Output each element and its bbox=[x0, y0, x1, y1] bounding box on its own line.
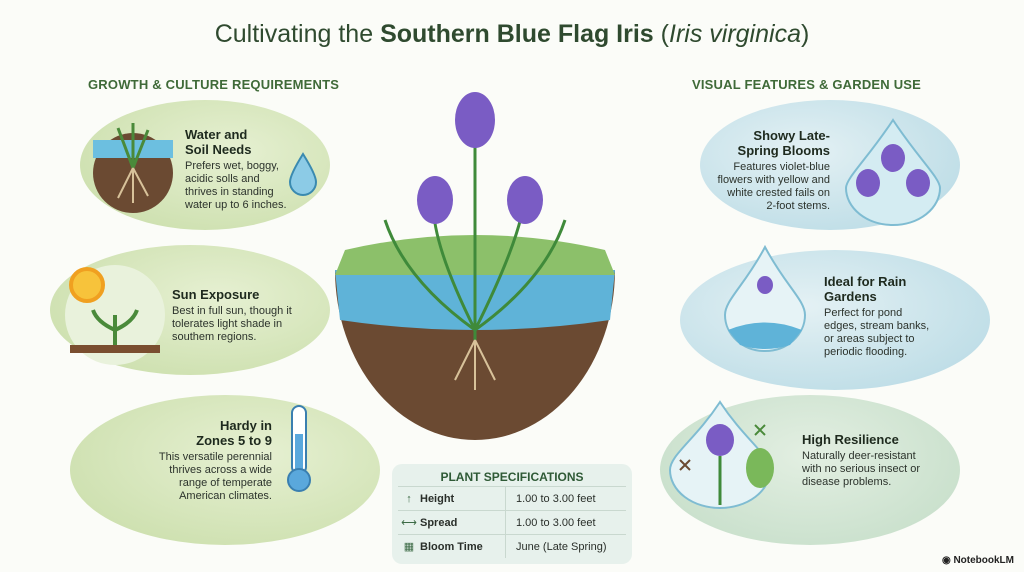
card-body: This versatile perennial thrives across … bbox=[158, 451, 272, 502]
spec-label: Height bbox=[420, 487, 506, 510]
soil-roots-icon bbox=[93, 123, 173, 213]
spec-row-bloom-time: ▦ Bloom Time June (Late Spring) bbox=[398, 534, 626, 558]
card-heading: Ideal for Rain Gardens bbox=[824, 274, 907, 304]
card-heading: Water and Soil Needs bbox=[185, 127, 252, 157]
iris-pond-illustration bbox=[335, 92, 615, 440]
sun-plant-icon bbox=[65, 265, 165, 365]
title-bold: Southern Blue Flag Iris bbox=[380, 20, 654, 48]
iris-blooms-drop-icon bbox=[844, 118, 942, 226]
card-body: Naturally deer-resistant with no serious… bbox=[802, 450, 920, 488]
brand-label: NotebookLM bbox=[953, 555, 1014, 566]
card-body: Perfect for pond edges, stream banks, or… bbox=[824, 307, 930, 358]
spec-value: June (Late Spring) bbox=[516, 540, 607, 553]
card-body: Best in full sun, though it tolerates li… bbox=[172, 305, 292, 343]
water-drop-icon bbox=[288, 152, 318, 196]
card-body: Features violet-blue flowers with yellow… bbox=[717, 161, 831, 212]
arrow-up-icon: ↑ bbox=[406, 492, 412, 505]
spec-row-height: ↑ Height 1.00 to 3.00 feet bbox=[398, 486, 626, 510]
title-paren: ( bbox=[653, 20, 669, 48]
spec-label: Bloom Time bbox=[420, 535, 506, 558]
card-heading: Showy Late-Spring Blooms bbox=[737, 128, 830, 158]
card-body: Prefers wet, boggy, acidic solls and thr… bbox=[185, 160, 287, 211]
page-title: Cultivating the Southern Blue Flag Iris … bbox=[0, 20, 1024, 49]
specs-title: PLANT SPECIFICATIONS bbox=[440, 470, 584, 484]
spec-row-spread: ⟷Spread 1.00 to 3.00 feet bbox=[398, 510, 626, 534]
left-section-heading: GROWTH & CULTURE REQUIREMENTS bbox=[88, 77, 340, 92]
title-prefix: Cultivating the bbox=[214, 20, 381, 48]
notebooklm-brand: ◉ NotebookLM bbox=[942, 555, 1014, 566]
spec-value: 1.00 to 3.00 feet bbox=[516, 492, 596, 505]
calendar-icon: ▦ bbox=[403, 541, 415, 553]
spec-label: Spread bbox=[420, 511, 506, 534]
card-heading: Sun Exposure bbox=[172, 287, 260, 302]
card-heading: Hardy in Zones 5 to 9 bbox=[196, 418, 272, 448]
plant-specifications-table: PLANT SPECIFICATIONS ↑ Height 1.00 to 3.00… bbox=[392, 464, 632, 564]
thermometer-icon bbox=[287, 405, 311, 492]
rain-garden-drop-icon bbox=[723, 245, 807, 352]
iris-flower-icon bbox=[417, 92, 543, 224]
spread-icon: ⟷ bbox=[401, 517, 417, 529]
deer-iris-icon bbox=[668, 400, 774, 509]
right-section-heading: VISUAL FEATURES & GARDEN USE bbox=[692, 77, 922, 92]
brand-icon: ◉ bbox=[941, 555, 954, 566]
card-heading: High Resilience bbox=[802, 432, 899, 447]
title-paren: ) bbox=[800, 20, 810, 48]
spec-value: 1.00 to 3.00 feet bbox=[516, 516, 596, 529]
hardiness-card bbox=[70, 395, 380, 545]
title-italic: Iris virginica bbox=[669, 20, 801, 48]
